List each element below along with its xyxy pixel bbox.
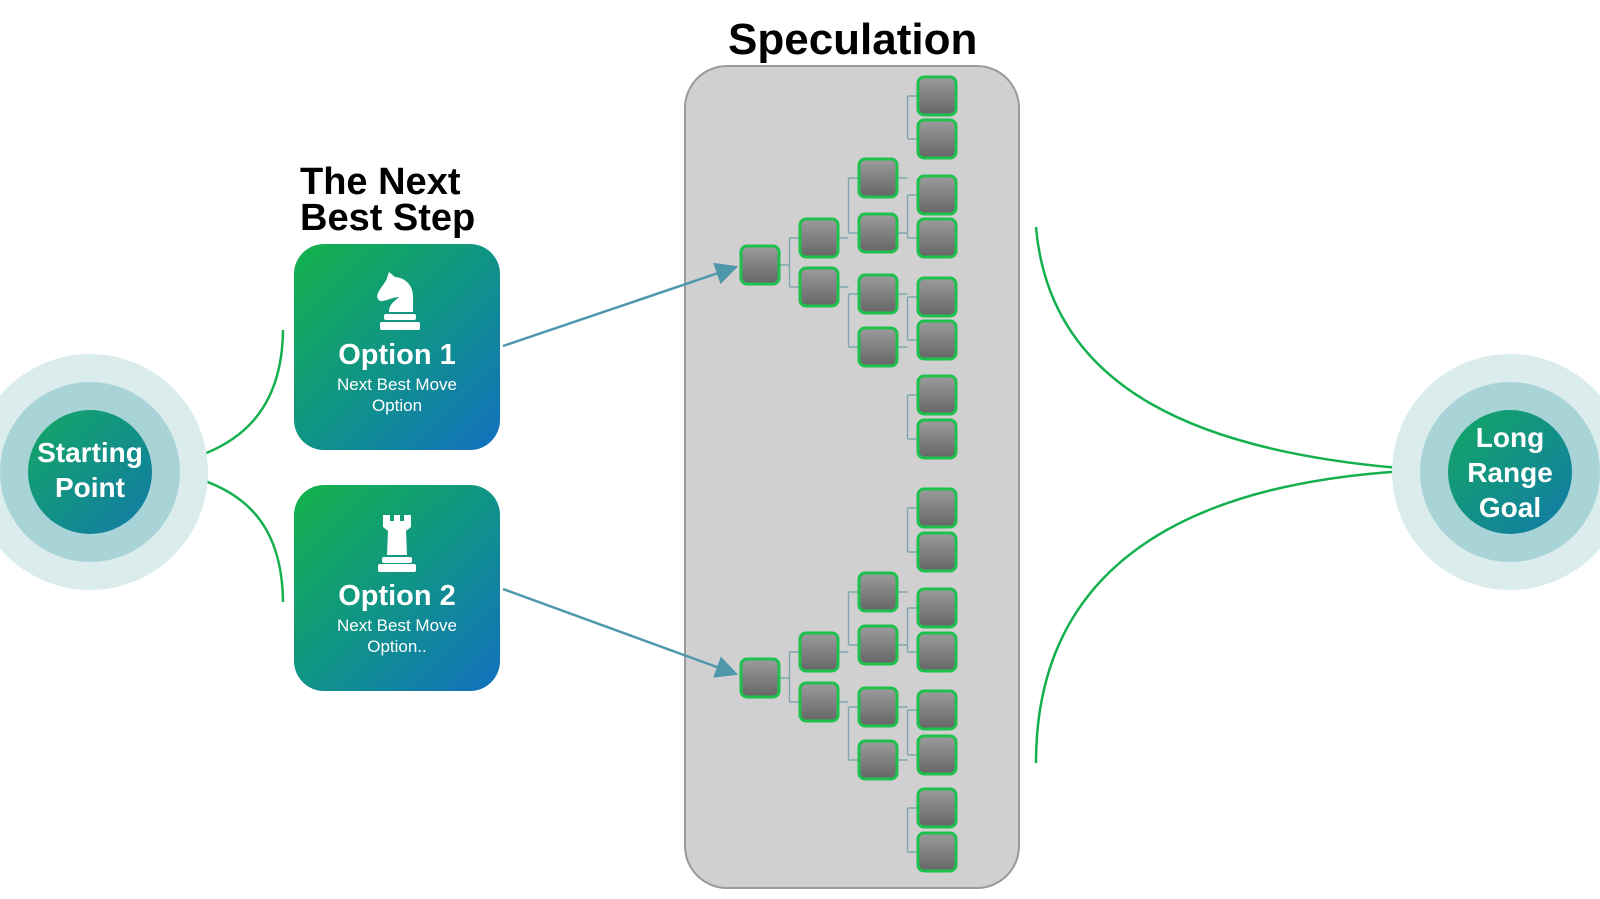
- tree-2-node: [916, 787, 958, 829]
- tree-1-node: [916, 319, 958, 361]
- tree-2-node: [916, 734, 958, 776]
- tree-2-connector: [838, 701, 859, 761]
- tree-2-connector: [897, 607, 918, 653]
- option-2-subtitle-line1: Next Best Move: [337, 616, 457, 635]
- option-2-subtitle: Next Best Move Option..: [314, 615, 480, 657]
- tree-2-connector: [897, 507, 918, 593]
- next-best-step-title: The Next Best Step: [300, 161, 476, 239]
- tree-2-node: [916, 487, 958, 529]
- speculation-trees: [739, 75, 958, 873]
- tree-2-node: [916, 531, 958, 573]
- speculation-title: Speculation: [728, 15, 978, 64]
- long-range-goal-line3: Goal: [1478, 492, 1542, 523]
- long-range-goal-circle: [1392, 354, 1600, 590]
- tree-2-node: [916, 831, 958, 873]
- tree-1-connector: [897, 346, 918, 440]
- tree-2-node: [857, 624, 899, 666]
- next-best-step-title-line2: Best Step: [300, 197, 476, 239]
- tree-2-connector: [897, 706, 918, 756]
- tree-1-node: [798, 217, 840, 259]
- tree-2-node: [916, 587, 958, 629]
- tree-1-node: [916, 118, 958, 160]
- chess-rook-icon: [378, 515, 416, 572]
- tree-2-node: [739, 657, 781, 699]
- chess-knight-icon: [377, 272, 420, 330]
- tree-2-connector: [779, 651, 800, 703]
- arrow-option-1: [502, 262, 739, 348]
- tree-1-node: [916, 374, 958, 416]
- tree-2-connector: [897, 759, 918, 853]
- tree-2-node: [916, 689, 958, 731]
- tree-2-node: [916, 631, 958, 673]
- tree-1-node: [739, 244, 781, 286]
- option-2-title: Option 2: [338, 580, 456, 612]
- tree-2-node: [798, 631, 840, 673]
- tree-1-node: [857, 273, 899, 315]
- option-card-2[interactable]: Option 2 Next Best Move Option..: [294, 485, 500, 691]
- tree-1-connector: [838, 286, 859, 348]
- option-1-subtitle: Next Best Move Option: [314, 374, 480, 416]
- tree-1-node: [857, 157, 899, 199]
- speculation-panel: [684, 65, 1020, 889]
- tree-2-node: [857, 686, 899, 728]
- tree-1-node: [916, 174, 958, 216]
- option-1-subtitle-line1: Next Best Move: [337, 375, 457, 394]
- starting-point-label: Starting Point: [20, 435, 160, 505]
- goal-curve-bottom: [1034, 468, 1426, 764]
- long-range-goal-line2: Range: [1467, 457, 1553, 488]
- tree-1-connector: [779, 237, 800, 288]
- long-range-goal-label: Long Range Goal: [1440, 420, 1580, 525]
- option-1-subtitle-line2: Option: [371, 396, 423, 415]
- option-2-subtitle-line2: Option..: [367, 637, 427, 656]
- starting-point-line2: Point: [55, 472, 125, 503]
- arrow-option-2: [502, 587, 739, 678]
- tree-2-node: [857, 739, 899, 781]
- tree-2-connector: [838, 591, 859, 653]
- tree-2-node: [798, 681, 840, 723]
- tree-1-node: [916, 276, 958, 318]
- tree-1-connector: [897, 293, 918, 341]
- next-best-step-title-line1: The Next: [300, 161, 461, 203]
- long-range-goal-line1: Long: [1475, 422, 1545, 453]
- tree-2-node: [857, 571, 899, 613]
- tree-1-connector: [838, 177, 859, 239]
- tree-1-node: [916, 217, 958, 259]
- tree-1-node: [916, 418, 958, 460]
- option-1-title: Option 1: [338, 339, 456, 371]
- option-card-1[interactable]: Option 1 Next Best Move Option: [294, 244, 500, 450]
- tree-1-node: [857, 326, 899, 368]
- tree-1-connector: [897, 194, 918, 239]
- starting-point-line1: Starting: [37, 437, 143, 468]
- tree-1-node: [916, 75, 958, 117]
- tree-1-node: [798, 266, 840, 308]
- goal-curve-top: [1034, 226, 1426, 472]
- tree-1-connector: [897, 95, 918, 179]
- starting-point-circle: [0, 354, 208, 590]
- tree-1-node: [857, 212, 899, 254]
